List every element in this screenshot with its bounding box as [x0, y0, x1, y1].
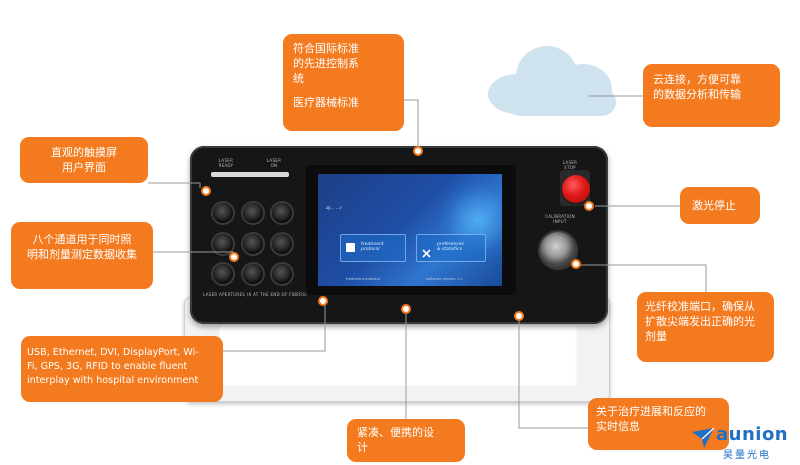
- screen-footer-left: treatment protocol: [346, 277, 380, 281]
- callout-standards: 符合国际标准 的先进控制系 统 医疗器械标准: [283, 34, 404, 131]
- emergency-stop-button[interactable]: [562, 175, 590, 203]
- cloud-icon: [488, 38, 623, 118]
- laser-ready-label: LASER READY: [218, 158, 234, 168]
- calibration-port[interactable]: [540, 232, 576, 268]
- handle-opening: [218, 322, 578, 386]
- callout-medical-standard: 医疗器械标准: [293, 96, 359, 109]
- preferences-statistics-button[interactable]: preferences & statistics: [416, 234, 486, 262]
- medical-kit-icon: [346, 243, 355, 252]
- callout-standards-text: 符合国际标准 的先进控制系 统: [293, 42, 359, 85]
- callout-calibration: 光纤校准端口，确保从 扩散尖端发出正确的光 剂量: [637, 292, 774, 362]
- callout-laser-stop: 激光停止: [680, 187, 760, 224]
- marker-dot: [413, 146, 423, 156]
- aunion-logo: aunion 昊量光电: [690, 424, 794, 461]
- aperture-port[interactable]: [272, 203, 292, 223]
- screen-footer-right: software version 1.1: [426, 277, 463, 281]
- callout-cloud: 云连接，方便可靠 的数据分析和传输: [643, 64, 780, 127]
- aperture-port[interactable]: [272, 234, 292, 254]
- aperture-port[interactable]: [272, 264, 292, 284]
- callout-touchscreen: 直观的触摸屏 用户界面: [20, 137, 148, 183]
- aperture-port[interactable]: [243, 234, 263, 254]
- calibration-input-label: CALIBRATION INPUT: [545, 214, 575, 224]
- logo-name: aunion: [716, 424, 789, 445]
- treatment-protocol-button[interactable]: treatment protocol: [340, 234, 406, 262]
- logo-arrow-icon: [692, 427, 715, 448]
- aperture-label: LASER APERTURES (6 AT THE END OF FIBERS): [203, 292, 307, 297]
- screen-brand: aj... ...r: [326, 206, 342, 211]
- tools-icon: [422, 243, 431, 258]
- marker-dot: [571, 259, 581, 269]
- marker-dot: [318, 296, 328, 306]
- marker-dot: [229, 252, 239, 262]
- logo-subtitle: 昊量光电: [723, 450, 771, 461]
- laser-on-label: LASER ON: [266, 158, 282, 168]
- aperture-port[interactable]: [213, 203, 233, 223]
- preferences-statistics-label: preferences & statistics: [437, 242, 464, 252]
- aperture-port[interactable]: [213, 234, 233, 254]
- aperture-port[interactable]: [213, 264, 233, 284]
- callout-connectivity: USB, Ethernet, DVI, DisplayPort, Wi- Fi,…: [21, 336, 223, 402]
- callout-compact: 紧凑、便携的设 计: [347, 419, 465, 462]
- marker-dot: [201, 186, 211, 196]
- marker-dot: [401, 304, 411, 314]
- callout-channels: 八个通道用于同时照 明和剂量测定数据收集: [11, 222, 153, 289]
- aperture-port[interactable]: [243, 203, 263, 223]
- marker-dot: [514, 311, 524, 321]
- laser-stop-label: LASER STOP: [562, 160, 578, 170]
- treatment-protocol-label: treatment protocol: [361, 242, 384, 252]
- aperture-port[interactable]: [243, 264, 263, 284]
- laser-status-bar: [211, 172, 289, 177]
- touchscreen[interactable]: aj... ...r treatment protocol preference…: [318, 174, 502, 286]
- marker-dot: [584, 201, 594, 211]
